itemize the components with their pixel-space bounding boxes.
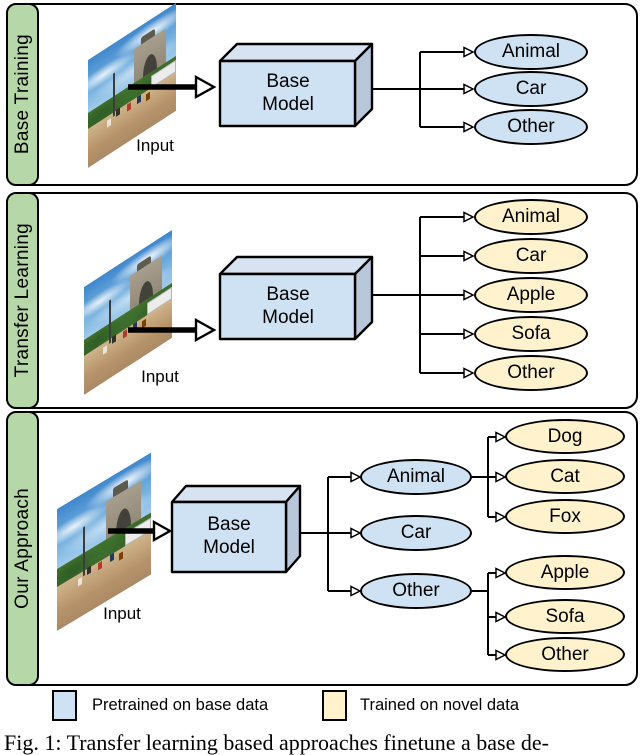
input-label: Input	[103, 604, 141, 623]
panel-label-text: Base Training	[11, 34, 33, 155]
base-model-label: Base Model	[262, 70, 314, 115]
node-car: Car	[474, 71, 588, 107]
diagram-art-panel3	[108, 431, 507, 661]
panel-our-approach: Our Approach	[6, 411, 638, 686]
panel-base-training: Base Training	[6, 2, 638, 186]
panel-label-text: Our Approach	[11, 488, 33, 609]
base-output-connectors	[300, 471, 362, 597]
node-apple: Apple	[505, 555, 625, 590]
novel-animal-connectors	[472, 431, 507, 523]
legend-swatch-base-data	[52, 690, 77, 721]
input-label: Input	[136, 136, 174, 155]
node-sofa: Sofa	[505, 599, 625, 634]
input-arrow	[108, 519, 173, 543]
node-animal: Animal	[360, 459, 472, 495]
base-model-box	[218, 42, 374, 128]
input-arrow	[128, 74, 217, 100]
legend: Pretrained on base data Trained on novel…	[0, 686, 640, 728]
novel-other-connectors	[472, 567, 507, 661]
node-animal: Animal	[474, 34, 588, 70]
node-other: Other	[474, 355, 588, 391]
base-model-box	[170, 484, 302, 574]
panel-label-base-training: Base Training	[6, 3, 39, 186]
legend-label-novel-data: Trained on novel data	[360, 696, 519, 714]
node-apple: Apple	[474, 277, 588, 313]
base-model-box	[218, 255, 374, 341]
diagram-art-panel1	[128, 42, 475, 133]
node-dog: Dog	[505, 419, 625, 454]
node-car: Car	[360, 515, 472, 551]
panel-label-transfer-learning: Transfer Learning	[6, 192, 39, 409]
node-animal: Animal	[474, 199, 588, 235]
node-other-novel: Other	[505, 637, 625, 672]
legend-label-base-data: Pretrained on base data	[92, 696, 269, 714]
diagram-art-panel2	[128, 211, 475, 379]
node-cat: Cat	[505, 459, 625, 494]
input-label: Input	[141, 367, 179, 386]
base-model-label: Base Model	[203, 514, 255, 558]
node-car: Car	[474, 238, 588, 274]
output-connectors	[372, 46, 475, 133]
node-other: Other	[474, 109, 588, 145]
legend-swatch-novel-data	[322, 690, 347, 721]
panel-label-text: Transfer Learning	[11, 223, 33, 378]
panel-label-our-approach: Our Approach	[6, 411, 39, 686]
output-connectors	[372, 211, 475, 379]
panel-transfer-learning: Transfer Learning	[6, 192, 638, 409]
input-arrow	[128, 317, 217, 343]
base-model-label: Base Model	[262, 283, 314, 328]
node-sofa: Sofa	[474, 316, 588, 352]
node-other: Other	[360, 573, 472, 609]
node-fox: Fox	[505, 499, 625, 534]
figure-caption: Fig. 1: Transfer learning based approach…	[4, 730, 549, 755]
